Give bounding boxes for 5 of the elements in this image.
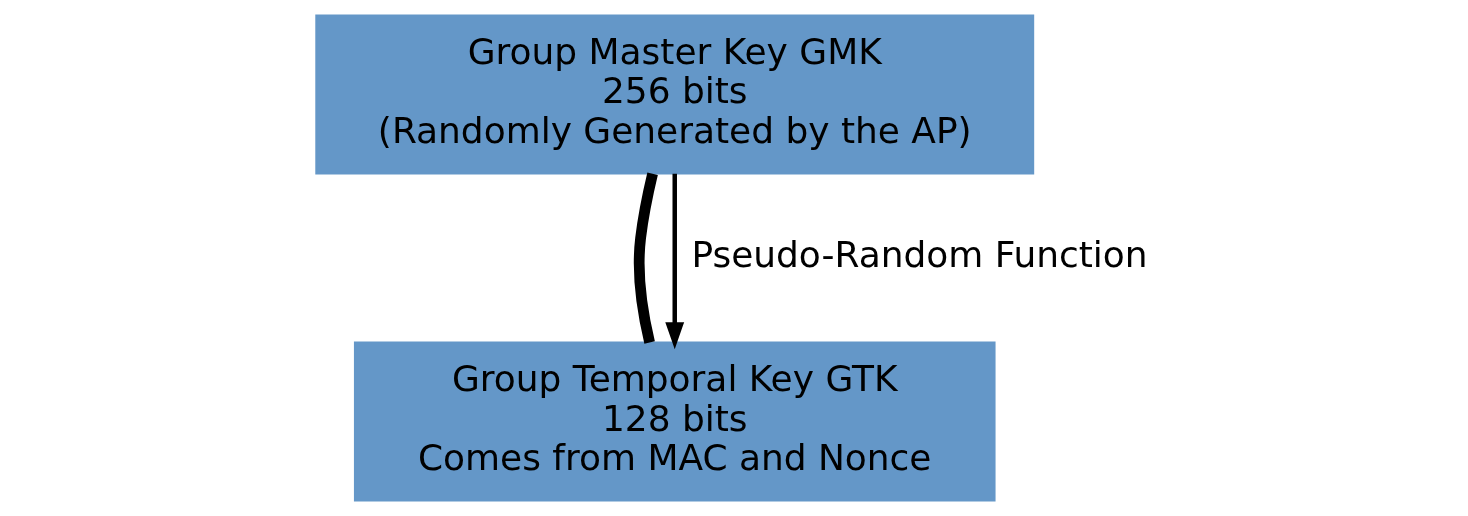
node-box: Group Master Key GMK 256 bits (Randomly Generated by the AP) [314, 14, 1034, 175]
edge-label: Pseudo-Random Function [690, 233, 1148, 275]
arrow [664, 173, 684, 350]
connector [633, 172, 658, 344]
node-box: Group Temporal Key GTK 128 bits Comes from MAC and Nonce [353, 341, 996, 502]
